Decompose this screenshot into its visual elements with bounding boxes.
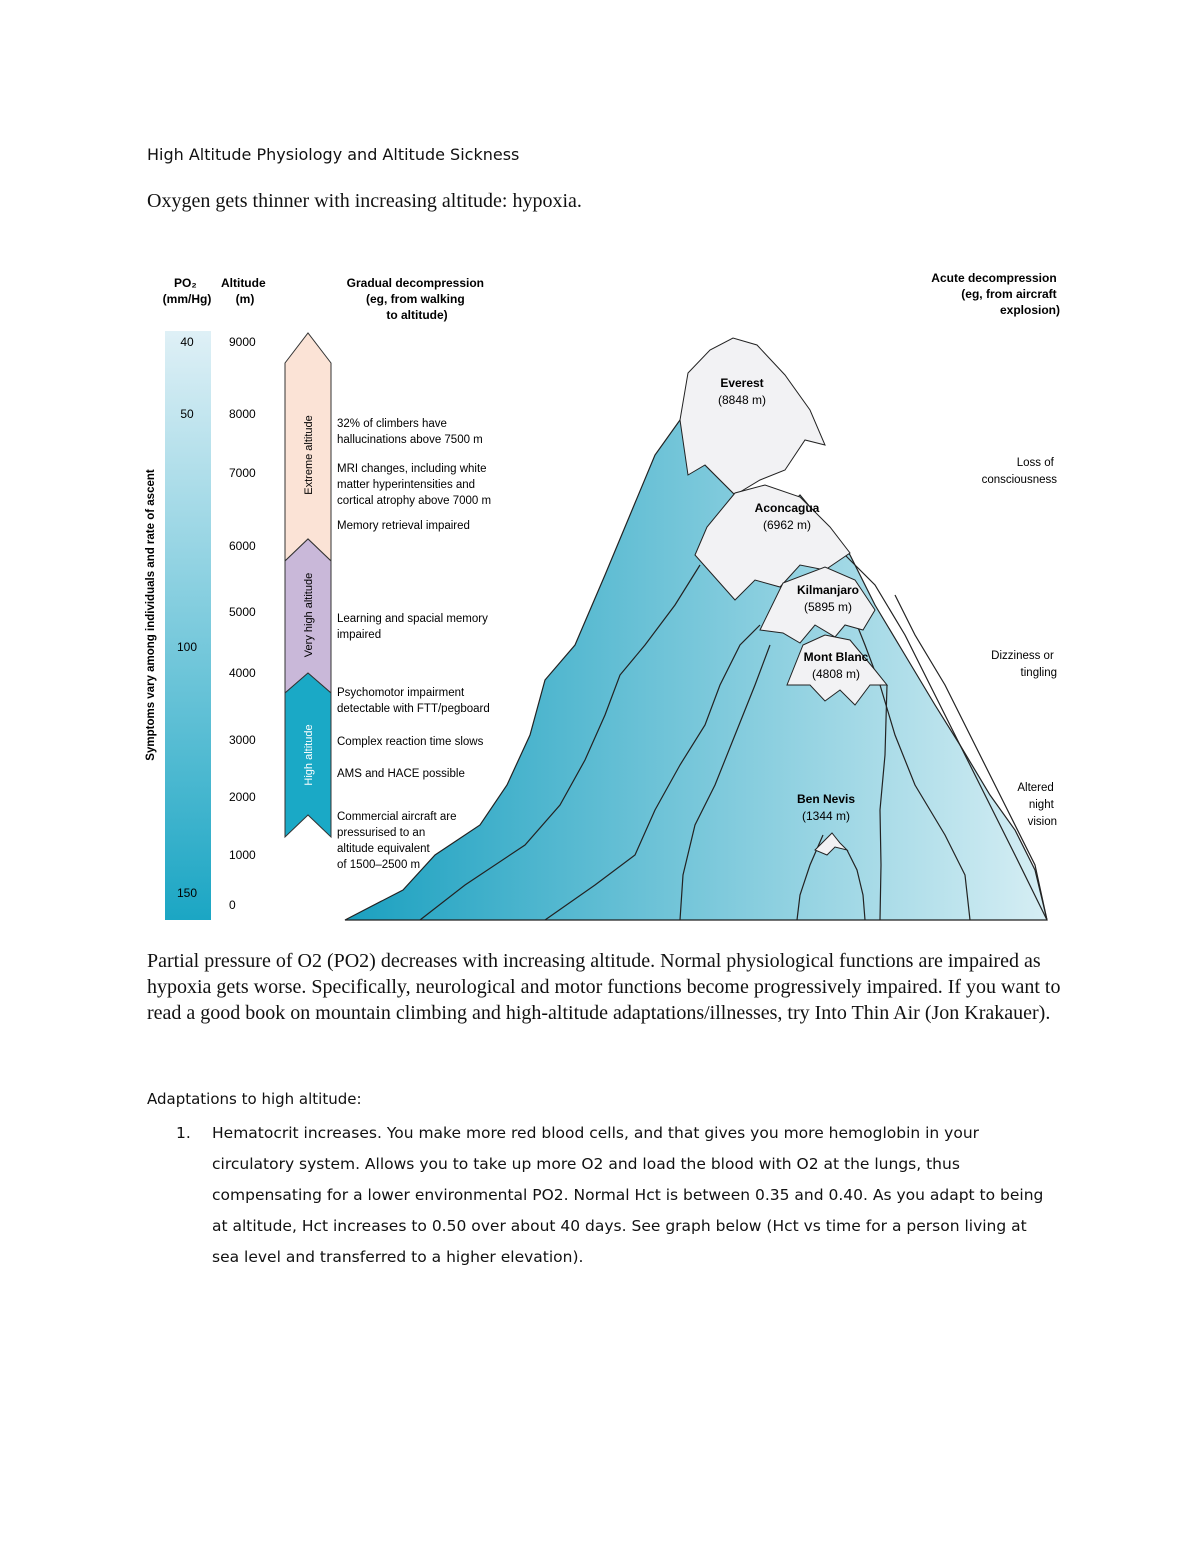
mountain-height-aconcagua: (6962 m) — [763, 518, 811, 532]
effect-memory-retrieval: Memory retrieval impaired — [337, 520, 470, 532]
symptoms-vertical-caption: Symptoms vary among individuals and rate… — [145, 469, 157, 761]
list-item-text: Hematocrit increases. You make more red … — [212, 1124, 1043, 1266]
altitude-tick: 8000 — [229, 407, 256, 421]
mountain-name-kilimanjaro: Kilmanjaro — [797, 583, 859, 597]
altitude-figure: PO₂ (mm/Hg) Altitude (m) Gradual decompr… — [135, 265, 1065, 925]
mountain-name-ben-nevis: Ben Nevis — [797, 792, 855, 806]
po2-tick: 40 — [180, 335, 194, 349]
mountain-height-mont-blanc: (4808 m) — [812, 667, 860, 681]
mountain-height-ben-nevis: (1344 m) — [802, 809, 850, 823]
effect-psychomotor: Psychomotor impairment detectable with F… — [337, 687, 490, 715]
altitude-tick: 2000 — [229, 790, 256, 804]
zone-label-high: High altitude — [303, 724, 315, 785]
list-item: 1. Hematocrit increases. You make more r… — [176, 1118, 1056, 1273]
gradual-decompression-header: Gradual decompression (eg, from walking … — [347, 276, 488, 322]
altitude-tick: 9000 — [229, 335, 256, 349]
altitude-tick: 4000 — [229, 666, 256, 680]
effect-hallucinations: 32% of climbers have hallucinations abov… — [337, 418, 483, 446]
po2-tick: 50 — [180, 407, 194, 421]
po2-header: PO₂ (mm/Hg) — [163, 276, 212, 306]
acute-effect-loss-of-consciousness: Loss of consciousness — [982, 457, 1058, 486]
po2-tick: 150 — [177, 886, 197, 900]
altitude-tick: 1000 — [229, 848, 256, 862]
altitude-tick: 3000 — [229, 733, 256, 747]
mountain-name-aconcagua: Aconcagua — [755, 501, 820, 515]
acute-effect-dizziness: Dizziness or tingling — [991, 650, 1057, 679]
altitude-tick: 5000 — [229, 605, 256, 619]
page-subtitle: Oxygen gets thinner with increasing alti… — [147, 190, 582, 213]
altitude-tick: 0 — [229, 898, 236, 912]
altitude-tick: 7000 — [229, 466, 256, 480]
altitude-tick: 6000 — [229, 539, 256, 553]
zone-label-very-high: Very high altitude — [303, 573, 315, 657]
acute-decompression-header: Acute decompression (eg, from aircraft e… — [931, 271, 1060, 317]
adaptations-list: 1. Hematocrit increases. You make more r… — [176, 1118, 1056, 1273]
mountain-height-kilimanjaro: (5895 m) — [804, 600, 852, 614]
effect-reaction-time: Complex reaction time slows — [337, 736, 484, 748]
body-paragraph: Partial pressure of O2 (PO2) decreases w… — [147, 948, 1067, 1026]
adaptations-heading: Adaptations to high altitude: — [147, 1090, 362, 1108]
po2-tick: 100 — [177, 640, 197, 654]
effect-mri-changes: MRI changes, including white matter hype… — [337, 463, 491, 507]
effect-learning-memory: Learning and spacial memory impaired — [337, 613, 491, 641]
mountain-name-everest: Everest — [720, 376, 763, 390]
zone-label-extreme: Extreme altitude — [303, 415, 315, 494]
mountain-name-mont-blanc: Mont Blanc — [804, 650, 869, 664]
acute-effect-night-vision: Altered night vision — [1017, 782, 1057, 828]
list-item-number: 1. — [176, 1118, 191, 1149]
effect-ams-hace: AMS and HACE possible — [337, 768, 465, 780]
altitude-header: Altitude (m) — [221, 276, 269, 306]
page-heading: High Altitude Physiology and Altitude Si… — [147, 145, 519, 164]
mountain-height-everest: (8848 m) — [718, 393, 766, 407]
